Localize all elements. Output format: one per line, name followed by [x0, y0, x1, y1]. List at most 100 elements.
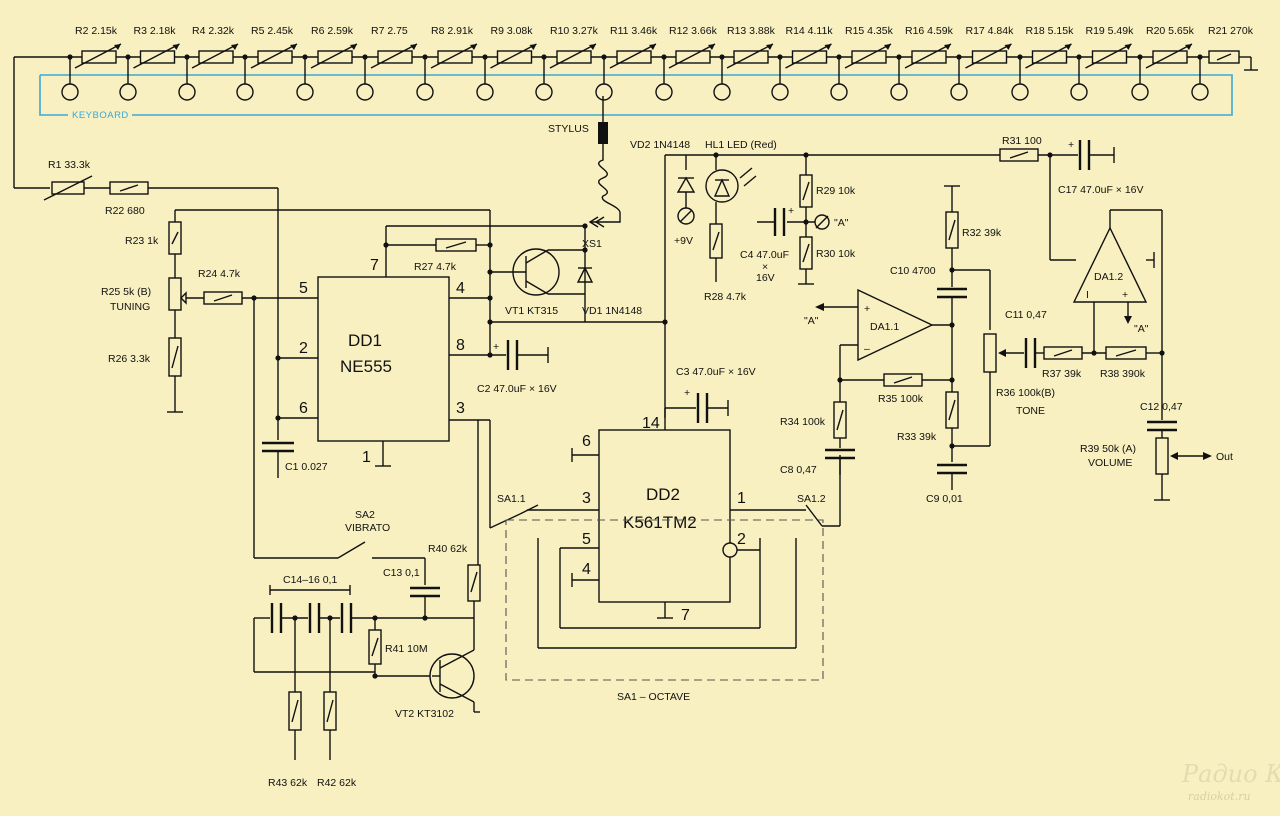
key-pad[interactable] [416, 83, 434, 101]
label-c13: C13 0,1 [383, 567, 420, 579]
label-c1: C1 0.027 [285, 461, 328, 473]
dd2-pin7: 7 [681, 607, 690, 624]
dd1-pin4: 4 [456, 280, 465, 297]
key-pad[interactable] [713, 83, 731, 101]
label-c17: C17 47.0uF × 16V [1058, 184, 1144, 196]
label-r31: R31 100 [1002, 135, 1042, 147]
key-pad[interactable] [771, 83, 789, 101]
key-pad[interactable] [1070, 83, 1088, 101]
label-r18: R18 5.15k [1026, 25, 1075, 37]
label-r19: R19 5.49k [1086, 25, 1135, 37]
opamp-da12 [1072, 226, 1148, 303]
dd1-pin5: 5 [299, 280, 308, 297]
key-pad[interactable] [119, 83, 137, 101]
key-pad[interactable] [178, 83, 196, 101]
label-r5: R5 2.45k [251, 25, 294, 37]
label-r10: R10 3.27k [550, 25, 599, 37]
label-r17: R17 4.84k [966, 25, 1015, 37]
svg-text:+: + [1068, 139, 1074, 151]
potentiometer-r25 [168, 277, 182, 311]
dd2-part: K561TM2 [623, 513, 697, 532]
resistor-r15 [844, 43, 892, 69]
key-pad[interactable] [1011, 83, 1029, 101]
label-r24: R24 4.7k [198, 268, 241, 280]
label-c8: C8 0,47 [780, 464, 817, 476]
label-c9: C9 0,01 [926, 493, 963, 505]
label-r33: R33 39k [897, 431, 937, 443]
da12-minus-label: I [1086, 289, 1089, 301]
jack-xs1 [588, 216, 599, 228]
dd2-name: DD2 [646, 485, 680, 504]
opamp-da11 [857, 288, 934, 362]
resistor-r14 [785, 43, 832, 69]
label-r41: R41 10M [385, 643, 428, 655]
label-da12: DA1.2 [1094, 271, 1123, 283]
key-pad[interactable] [595, 83, 613, 101]
dd2-pin5: 5 [582, 531, 591, 548]
resistor-r17 [965, 43, 1012, 69]
resistor-r18 [1025, 43, 1072, 69]
label-r38: R38 390k [1100, 368, 1146, 380]
dd1-part: NE555 [340, 357, 392, 376]
da11-minus: – [864, 343, 870, 355]
svg-text:+: + [684, 387, 690, 399]
da11-plus: + [864, 303, 870, 315]
label-r3: R3 2.18k [134, 25, 177, 37]
label-r12: R12 3.66k [669, 25, 718, 37]
label-sa2: SA2 [355, 509, 375, 521]
label-r25: R25 5k (B) [101, 286, 151, 298]
label-sa12: SA1.2 [797, 493, 826, 505]
key-pad[interactable] [890, 83, 908, 101]
label-r14: R14 4.11k [786, 25, 834, 37]
label-vd1: VD1 1N4148 [582, 305, 642, 317]
label-r15: R15 4.35k [845, 25, 894, 37]
stylus-cable [590, 144, 621, 223]
key-pad[interactable] [1131, 83, 1149, 101]
key-pad[interactable] [535, 83, 553, 101]
key-pad[interactable] [236, 83, 254, 101]
key-pad[interactable] [296, 83, 314, 101]
da12-plus: + [1122, 289, 1128, 301]
key-pad[interactable] [476, 83, 494, 101]
label-r11: R11 3.46k [610, 25, 658, 37]
label-r32: R32 39k [962, 227, 1002, 239]
keyboard-pads [61, 54, 1209, 101]
label-node-a-da12: "A" [1134, 323, 1149, 335]
sa1-octave-frame [505, 519, 824, 681]
label-r30: R30 10k [816, 248, 856, 260]
label-r20: R20 5.65k [1146, 25, 1195, 37]
label-r27: R27 4.7k [414, 261, 457, 273]
key-pad[interactable] [655, 83, 673, 101]
key-pad[interactable] [830, 83, 848, 101]
watermark-brand: Радио КОТ [1181, 760, 1280, 788]
dd2-pin4: 4 [582, 561, 591, 578]
label-r1: R1 33.3k [48, 159, 91, 171]
key-pad[interactable] [61, 83, 79, 101]
dd1-name: DD1 [348, 331, 382, 350]
label-r22: R22 680 [105, 205, 145, 217]
resistor-r7 [370, 43, 418, 69]
label-stylus: STYLUS [548, 123, 589, 135]
label-c4-v: 16V [756, 272, 775, 284]
dd1-pin7: 7 [370, 257, 379, 274]
label-hl1: HL1 LED (Red) [705, 139, 777, 151]
label-r26: R26 3.3k [108, 353, 151, 365]
stylus-tip [598, 122, 608, 144]
key-pad[interactable] [950, 83, 968, 101]
label-r21: R21 270k [1208, 25, 1254, 37]
label-c10: C10 4700 [890, 265, 936, 277]
ic-dd2-k561tm2 [598, 429, 731, 603]
dd2-pin6: 6 [582, 433, 591, 450]
resistor-r5 [250, 43, 298, 69]
watermark-url: radiokot.ru [1188, 790, 1251, 803]
key-pad[interactable] [1191, 83, 1209, 101]
label-node-a-top: "A" [834, 217, 849, 229]
label-c14-16: C14–16 0,1 [283, 574, 337, 586]
label-node-a-da11: "A" [804, 315, 819, 327]
label-c12: C12 0,47 [1140, 401, 1183, 413]
label-r16: R16 4.59k [905, 25, 954, 37]
label-r37: R37 39k [1042, 368, 1082, 380]
label-r6: R6 2.59k [311, 25, 354, 37]
key-pad[interactable] [356, 83, 374, 101]
